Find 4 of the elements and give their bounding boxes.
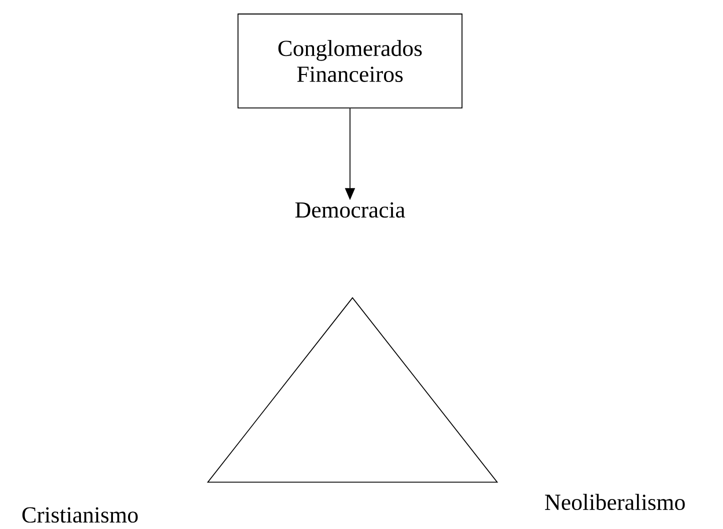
node-label: Democracia <box>295 202 406 218</box>
text-box: Conglomerados Financeiros <box>238 14 462 108</box>
corner-label: Neoliberalismo <box>545 494 685 510</box>
corner-label: Cristianismo <box>22 507 138 523</box>
